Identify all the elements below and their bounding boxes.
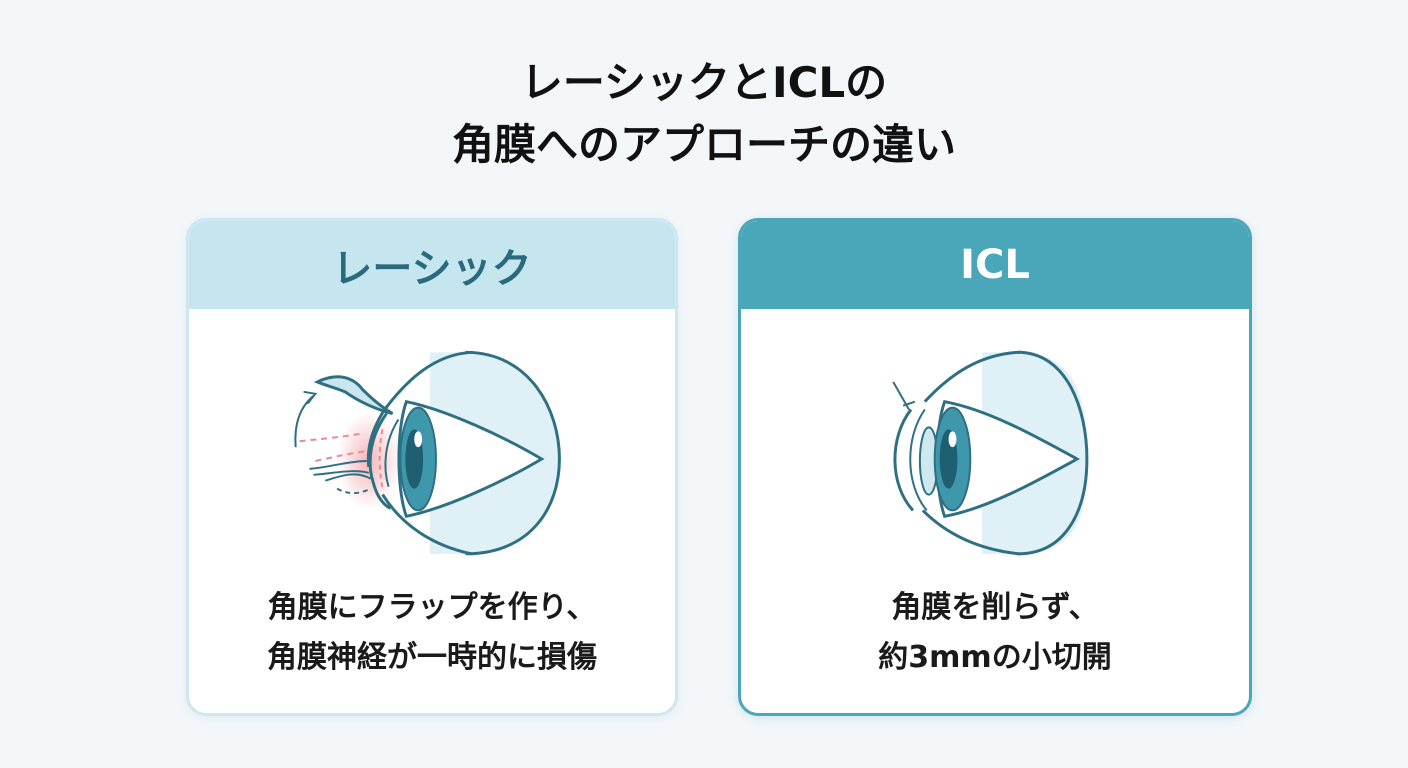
cut-line-lower — [315, 450, 367, 462]
eyeball-outline — [1017, 350, 1089, 556]
nerve-dashed — [336, 487, 372, 495]
corneal-nerve-2 — [313, 470, 370, 476]
cornea-outer — [893, 408, 915, 512]
iris-highlight — [414, 431, 423, 448]
eye-almond — [397, 400, 545, 518]
lasik-caption-line-2: 角膜神経が一時的に損傷 — [267, 640, 597, 675]
lasik-card: レーシック — [186, 218, 678, 716]
upper-eyelid — [923, 350, 1020, 403]
icl-eye-illustration — [892, 350, 1089, 556]
icl-card-header: ICL — [741, 221, 1249, 309]
lasik-caption-line-1: 角膜にフラップを作り、 — [267, 590, 597, 625]
icl-caption-line-1: 角膜を削らず、 — [891, 590, 1099, 625]
upper-eyelid — [366, 350, 472, 468]
icl-card: ICL 角膜を削らず、 約3mmの小切開 — [738, 218, 1252, 716]
lower-eyelid — [921, 509, 1020, 556]
iris-highlight — [948, 431, 957, 448]
icl-caption-line-2: 約3mmの小切開 — [878, 640, 1112, 675]
lasik-caption: 角膜にフラップを作り、 角膜神経が一時的に損傷 — [189, 583, 675, 683]
eyeball-outline — [465, 350, 561, 556]
cornea-inner — [909, 409, 928, 512]
corneal-nerve-3 — [325, 473, 372, 482]
lasik-card-header: レーシック — [189, 221, 675, 309]
icl-caption: 角膜を削らず、 約3mmの小切開 — [741, 583, 1249, 683]
lower-eyelid — [381, 493, 472, 556]
cut-line-inner — [378, 429, 384, 489]
flap-arrowhead — [303, 390, 318, 405]
title-line-2: 角膜へのアプローチの違い — [451, 120, 956, 169]
cornea-inner — [384, 418, 400, 487]
title-line-1: レーシックとICLの — [520, 58, 888, 107]
cut-line-upper — [299, 432, 364, 443]
corneal-flap — [313, 375, 394, 415]
cornea-outer — [368, 412, 392, 510]
page-title: レーシックとICLの 角膜へのアプローチの違い — [0, 52, 1408, 176]
corneal-nerve-1 — [309, 459, 367, 470]
lasik-eye-illustration — [294, 350, 561, 556]
incision-tick — [902, 400, 916, 407]
